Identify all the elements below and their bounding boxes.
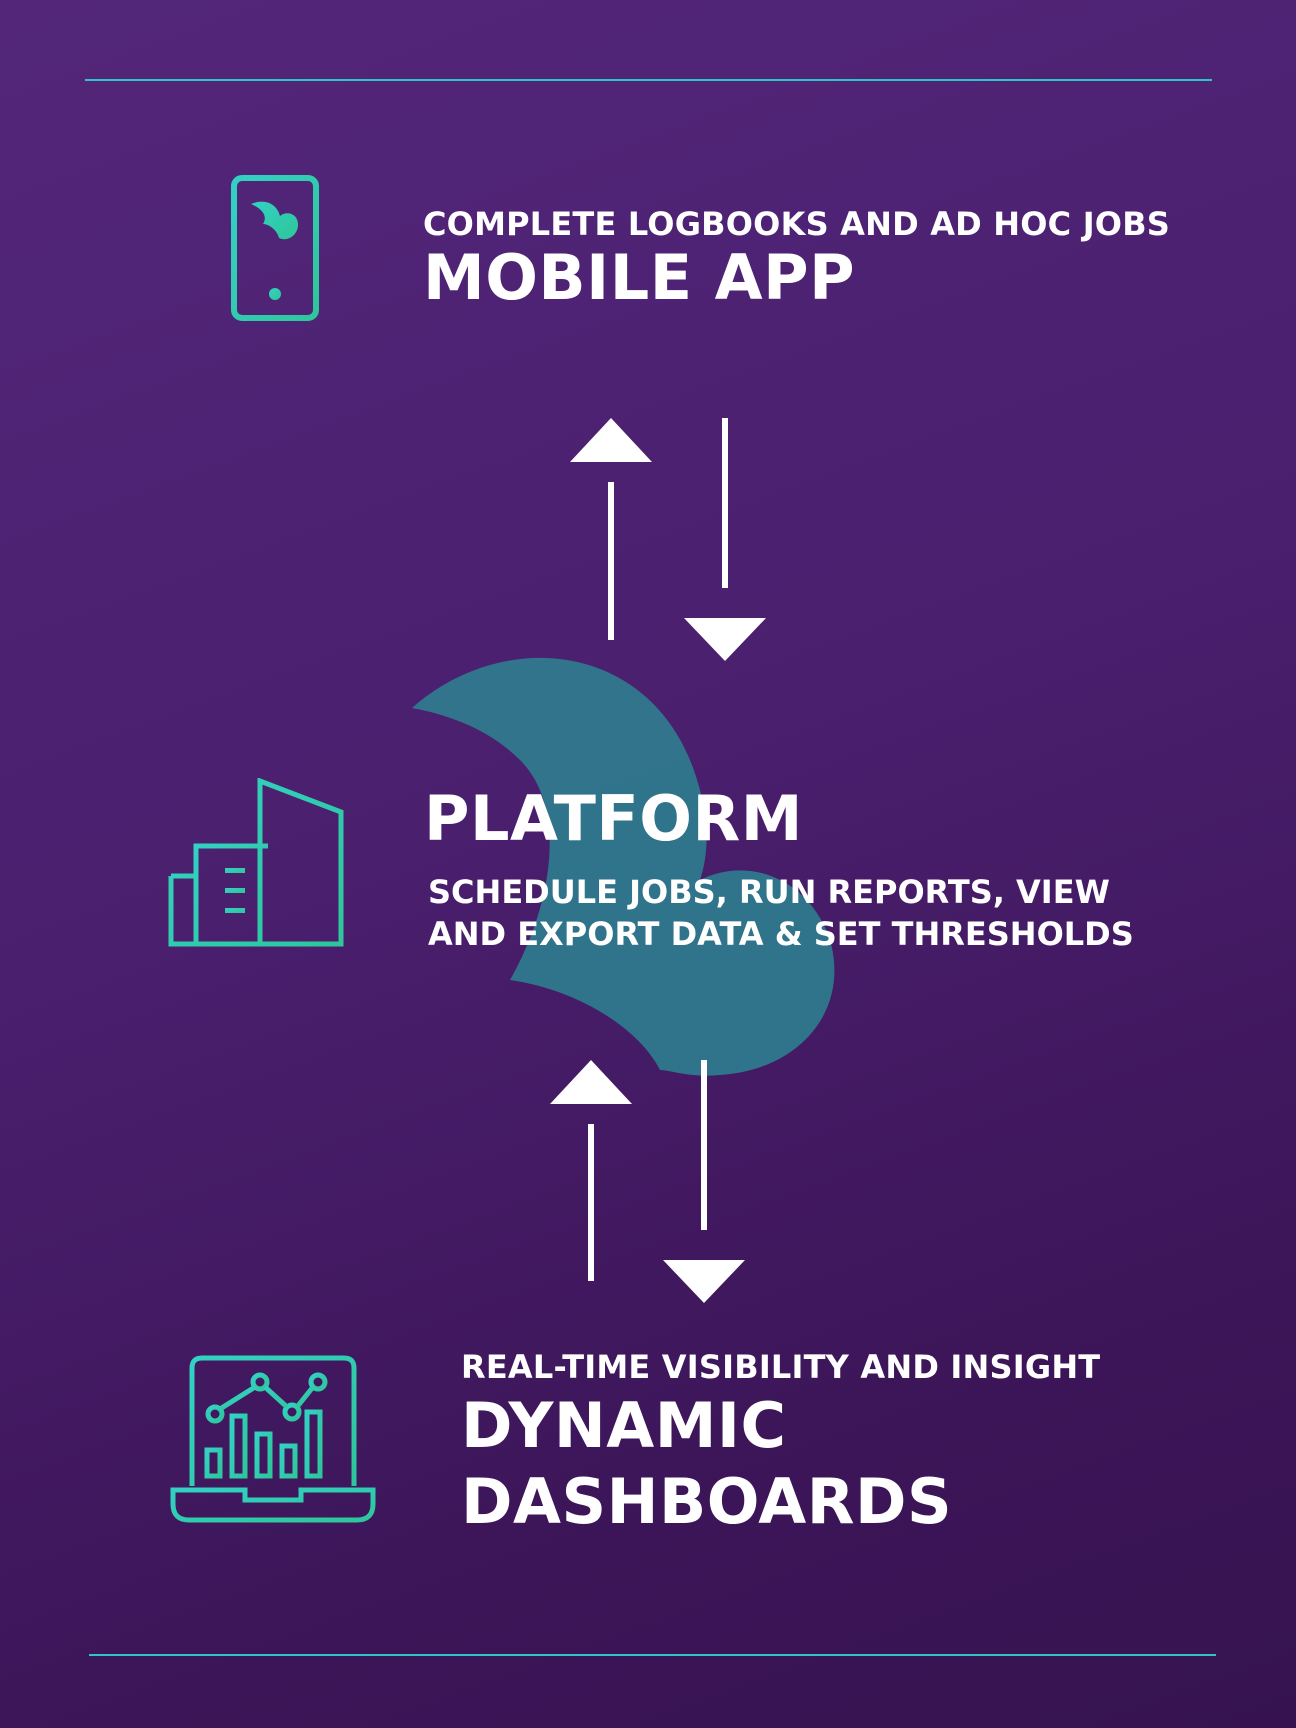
platform-description: SCHEDULE JOBS, RUN REPORTS, VIEW AND EXP… [428,871,1188,955]
dashboards-subtitle: REAL-TIME VISIBILITY AND INSIGHT [461,1348,1101,1386]
platform-description-line: AND EXPORT DATA & SET THRESHOLDS [428,915,1134,953]
dashboards-title-line: DYNAMIC [461,1389,787,1462]
top-divider [85,79,1212,81]
arrow-down-icon [663,1060,745,1303]
laptop-chart-icon [170,1355,376,1523]
arrow-up-icon [570,418,652,640]
platform-description-line: SCHEDULE JOBS, RUN REPORTS, VIEW [428,873,1110,911]
arrow-down-icon [684,418,766,661]
smartphone-icon [231,175,319,321]
bottom-divider [89,1654,1216,1656]
dashboards-title-line: DASHBOARDS [461,1465,953,1538]
mobile-app-title: MOBILE APP [423,241,856,314]
building-icon [168,778,344,947]
logo-watermark-icon [412,657,835,1076]
mobile-app-subtitle: COMPLETE LOGBOOKS AND AD HOC JOBS [423,205,1171,243]
dashboards-title: DYNAMIC DASHBOARDS [461,1388,952,1540]
platform-title: PLATFORM [424,782,803,855]
arrow-up-icon [550,1060,632,1281]
